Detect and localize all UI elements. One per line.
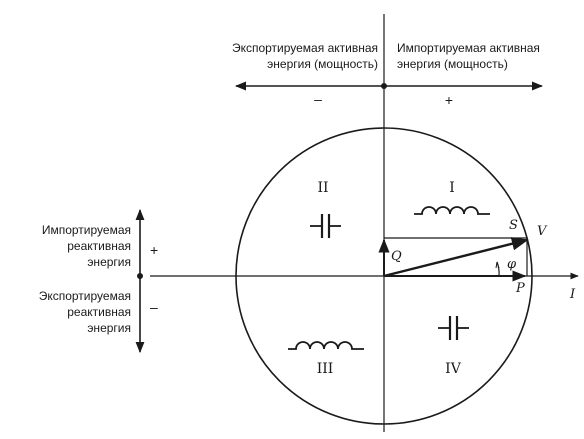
active-axis-origin-dot <box>381 83 387 89</box>
quadrant-4-label: IV <box>445 361 462 377</box>
import-reactive-label-line2: реактивная <box>67 239 131 253</box>
quadrant-3-label: III <box>317 361 334 377</box>
reactive-plus-sign: + <box>150 242 158 258</box>
phi-arc-arrowhead <box>495 261 500 269</box>
p-label: P <box>515 281 525 296</box>
active-minus-sign: – <box>314 91 322 107</box>
quadrant-2-label: II <box>317 180 328 196</box>
import-active-label-line1: Импортируемая активная <box>397 41 540 55</box>
active-plus-sign: + <box>445 92 453 108</box>
import-active-label-line2: энергия (мощность) <box>397 57 508 71</box>
s-label: S <box>509 218 518 233</box>
export-reactive-label-line3: энергия <box>87 321 131 335</box>
inductor-icon <box>414 206 490 215</box>
import-reactive-label-line1: Импортируемая <box>42 223 131 237</box>
quadrant-1-label: I <box>449 180 455 196</box>
export-reactive-label-line1: Экспортируемая <box>39 289 131 303</box>
power-circle <box>235 127 533 425</box>
q-label: Q <box>391 249 402 264</box>
s-vector <box>383 237 529 278</box>
export-active-label-line1: Экспортируемая активная <box>232 41 378 55</box>
phi-label: φ <box>507 257 517 272</box>
reactive-axis-origin-dot <box>137 273 143 279</box>
reactive-minus-sign: – <box>150 299 158 315</box>
v-label: V <box>537 224 548 239</box>
capacitor-icon <box>310 214 341 238</box>
export-reactive-label-line2: реактивная <box>67 305 131 319</box>
i-axis-label: I <box>569 287 576 302</box>
inductor-icon <box>288 341 364 350</box>
import-reactive-label-line3: энергия <box>87 255 131 269</box>
capacitor-icon <box>438 316 469 340</box>
export-active-label-line2: энергия (мощность) <box>267 57 378 71</box>
